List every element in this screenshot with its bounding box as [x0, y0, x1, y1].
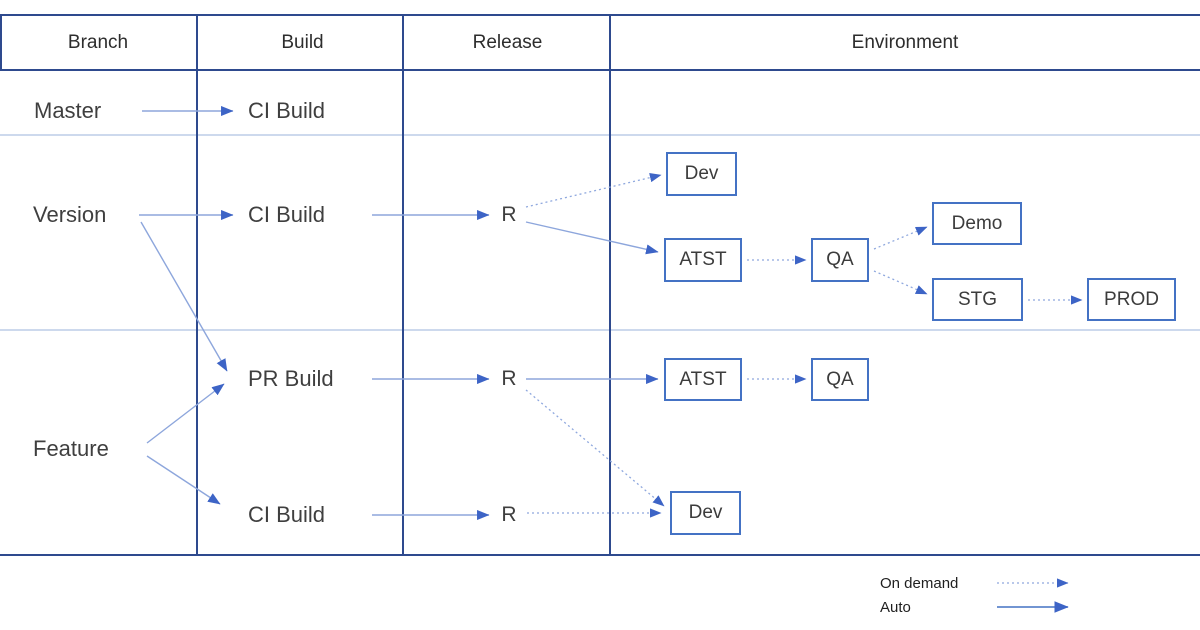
edge-r-pr-to-dev-feature: [525, 389, 665, 507]
edge-r-to-dev-version: [525, 173, 662, 208]
env-box-stg: STG: [932, 278, 1023, 321]
release-feature-pr-r: R: [501, 367, 517, 390]
build-feature-pr: PR Build: [248, 366, 334, 391]
env-box-dev-feature: Dev: [670, 491, 741, 535]
edge-qa-to-demo: [873, 226, 928, 250]
table-bottom-border: [0, 554, 1200, 556]
header-environment: Environment: [851, 32, 959, 53]
env-box-dev-version: Dev: [666, 152, 737, 196]
env-box-prod: PROD: [1087, 278, 1176, 321]
branch-feature: Feature: [33, 436, 109, 461]
branch-master: Master: [34, 98, 102, 123]
legend-on-demand-label: On demand: [880, 574, 959, 592]
column-line-release-environment: [609, 14, 611, 556]
build-version-ci: CI Build: [248, 202, 326, 227]
edge-feature-to-pr-build: [146, 383, 225, 444]
build-feature-ci: CI Build: [248, 502, 326, 527]
header-branch: Branch: [67, 32, 129, 53]
column-line-branch-build: [196, 14, 198, 556]
legend-auto-label: Auto: [880, 598, 911, 616]
header-release: Release: [472, 32, 543, 53]
env-box-qa-feature: QA: [811, 358, 869, 401]
edge-qa-to-stg: [873, 270, 928, 295]
branch-version: Version: [33, 202, 107, 227]
release-feature-ci-r: R: [501, 503, 517, 526]
table-top-border: [0, 14, 1200, 16]
edge-r-to-atst-version: [525, 221, 659, 255]
row-line-master-version: [0, 134, 1200, 136]
env-box-atst-version: ATST: [664, 238, 742, 282]
edge-version-to-pr-build: [140, 221, 228, 372]
header-left-border: [0, 14, 2, 71]
env-box-qa-version: QA: [811, 238, 869, 282]
column-line-build-release: [402, 14, 404, 556]
edge-feature-to-ci-build: [146, 455, 221, 505]
header-build: Build: [281, 32, 324, 53]
env-box-demo: Demo: [932, 202, 1022, 245]
env-box-atst-feature: ATST: [664, 358, 742, 401]
row-line-version-feature: [0, 329, 1200, 331]
header-bottom-border: [0, 69, 1200, 71]
release-version-r: R: [501, 203, 517, 226]
build-master-ci: CI Build: [248, 98, 326, 123]
